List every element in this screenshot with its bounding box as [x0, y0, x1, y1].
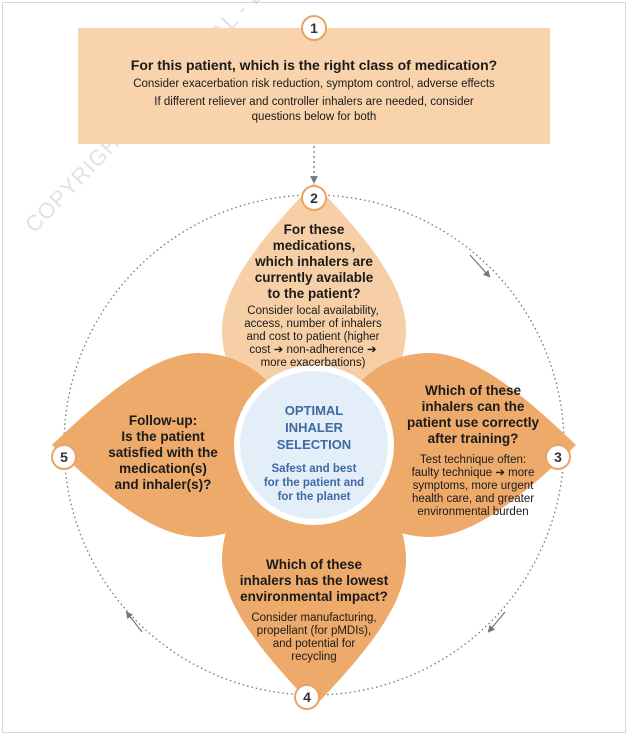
step4-detail: Consider manufacturing, propellant (for … [219, 612, 409, 664]
step4-badge: 4 [294, 684, 320, 710]
step3-question: Which of these inhalers can the patient … [383, 383, 563, 447]
step3-detail-line: faulty technique ➔ more [411, 467, 535, 479]
step5-question: Follow-up: Is the patient satisfied with… [78, 413, 248, 493]
step2-detail: Consider local availability, access, num… [218, 305, 408, 370]
step4-detail-line: propellant (for pMDIs), [256, 625, 372, 637]
step1-badge: 1 [301, 15, 327, 41]
step1-detail-1: Consider exacerbation risk reduction, sy… [133, 78, 495, 90]
petal-step3 [334, 353, 576, 537]
center-subtitle-line: for the patient and [263, 477, 365, 489]
step2-detail-line: more exacerbations) [260, 357, 366, 369]
petal-step4 [222, 465, 406, 707]
step2-detail-line: cost ➔ non-adherence ➔ [249, 344, 377, 356]
step2-detail-line: access, number of inhalers [244, 318, 382, 330]
petal-step2 [222, 183, 406, 425]
step2-question-line: medications, [272, 238, 356, 253]
step2-question-line: which inhalers are [255, 254, 373, 269]
step5-question-line: and inhaler(s)? [114, 477, 212, 492]
step4-question: Which of these inhalers has the lowest e… [214, 557, 414, 605]
step3-detail: Test technique often: faulty technique ➔… [383, 454, 563, 519]
step4-detail-line: recycling [291, 651, 337, 663]
step3-detail-line: Test technique often: [419, 454, 527, 466]
step5-question-line: medication(s) [119, 461, 207, 476]
step5-badge: 5 [51, 444, 77, 470]
step2-question: For these medications, which inhalers ar… [224, 222, 404, 302]
step3-badge: 3 [545, 444, 571, 470]
step5-question-line: Is the patient [121, 429, 205, 444]
step5-question-line: satisfied with the [108, 445, 218, 460]
center-title-line: SELECTION [276, 437, 352, 452]
step3-question-line: Which of these [424, 383, 521, 398]
step2-question-line: For these [283, 222, 345, 237]
center-subtitle: Safest and best for the patient and for … [244, 462, 384, 504]
step3-question-line: inhalers can the [421, 399, 525, 414]
step4-detail-line: and potential for [272, 638, 356, 650]
step4-question-line: environmental impact? [240, 589, 388, 604]
center-title-line: INHALER [285, 420, 343, 435]
step1-detail-2: If different reliever and controller inh… [154, 96, 474, 108]
arrow-to-step4 [487, 611, 506, 633]
petal-step5 [52, 353, 294, 537]
arrow-to-step5 [125, 611, 143, 633]
center-title: OPTIMAL INHALER SELECTION [244, 402, 384, 453]
step2-badge: 2 [301, 185, 327, 211]
step1-detail-3: questions below for both [251, 111, 377, 123]
step1-question: For this patient, which is the right cla… [130, 57, 498, 73]
step3-detail-line: environmental burden [417, 506, 529, 518]
step1-box [78, 28, 550, 144]
center-disc [240, 371, 388, 519]
step3-question-line: after training? [427, 431, 519, 446]
center-subtitle-line: Safest and best [271, 463, 357, 475]
step2-question-line: to the patient? [267, 286, 361, 301]
step3-question-line: patient use correctly [406, 415, 540, 430]
arrow-to-step3 [469, 254, 491, 278]
step4-question-line: inhalers has the lowest [239, 573, 389, 588]
step3-detail-line: symptoms, more urgent [412, 480, 534, 492]
step2-question-line: currently available [254, 270, 374, 285]
step2-detail-line: and cost to patient (higher [246, 331, 380, 343]
step4-question-line: Which of these [265, 557, 362, 572]
step4-detail-line: Consider manufacturing, [251, 612, 377, 624]
step2-detail-line: Consider local availability, [247, 305, 379, 317]
step3-detail-line: health care, and greater [411, 493, 535, 505]
center-title-line: OPTIMAL [284, 403, 344, 418]
center-subtitle-line: for the planet [277, 491, 351, 503]
step5-question-line: Follow-up: [128, 413, 198, 428]
